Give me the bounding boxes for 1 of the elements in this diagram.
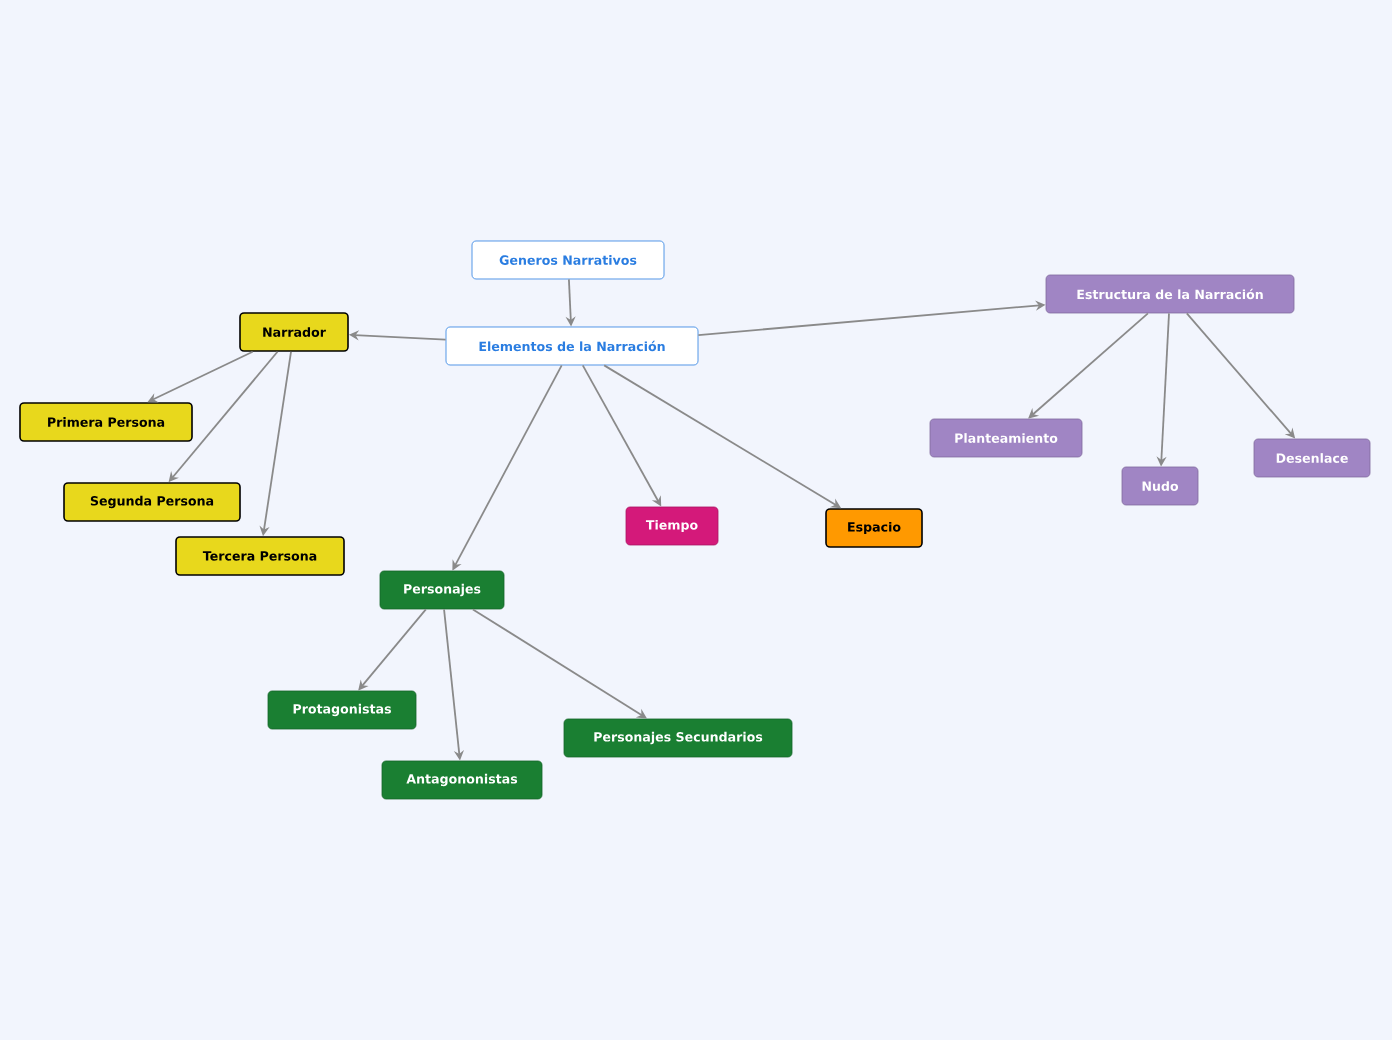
arrow [1028, 312, 1149, 419]
